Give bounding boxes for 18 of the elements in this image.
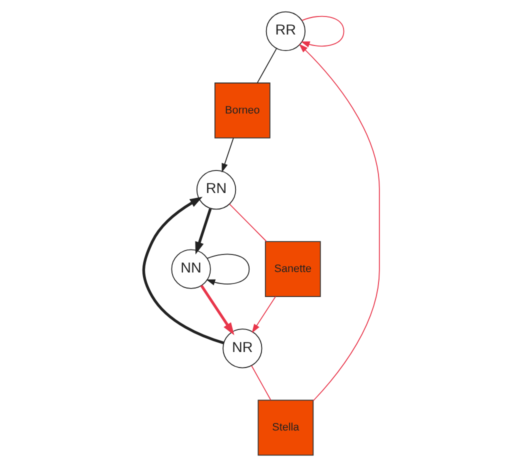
arrow [300,16,344,48]
arrow [194,208,212,254]
arrow [221,138,234,172]
arrow [206,254,250,286]
arrow [298,44,380,402]
node-circle: NR [222,328,262,368]
node-circle: NN [170,249,210,289]
connector [228,204,266,242]
arrow [200,284,234,336]
connector [256,48,276,84]
node-box: Sanette [264,241,320,298]
node-box: Stella [257,400,314,456]
node-circle: RR [265,11,305,52]
node-box: Borneo [214,82,270,138]
arrow [251,296,276,333]
arrow [142,196,224,344]
connector [250,365,271,400]
node-circle: RN [196,170,236,210]
